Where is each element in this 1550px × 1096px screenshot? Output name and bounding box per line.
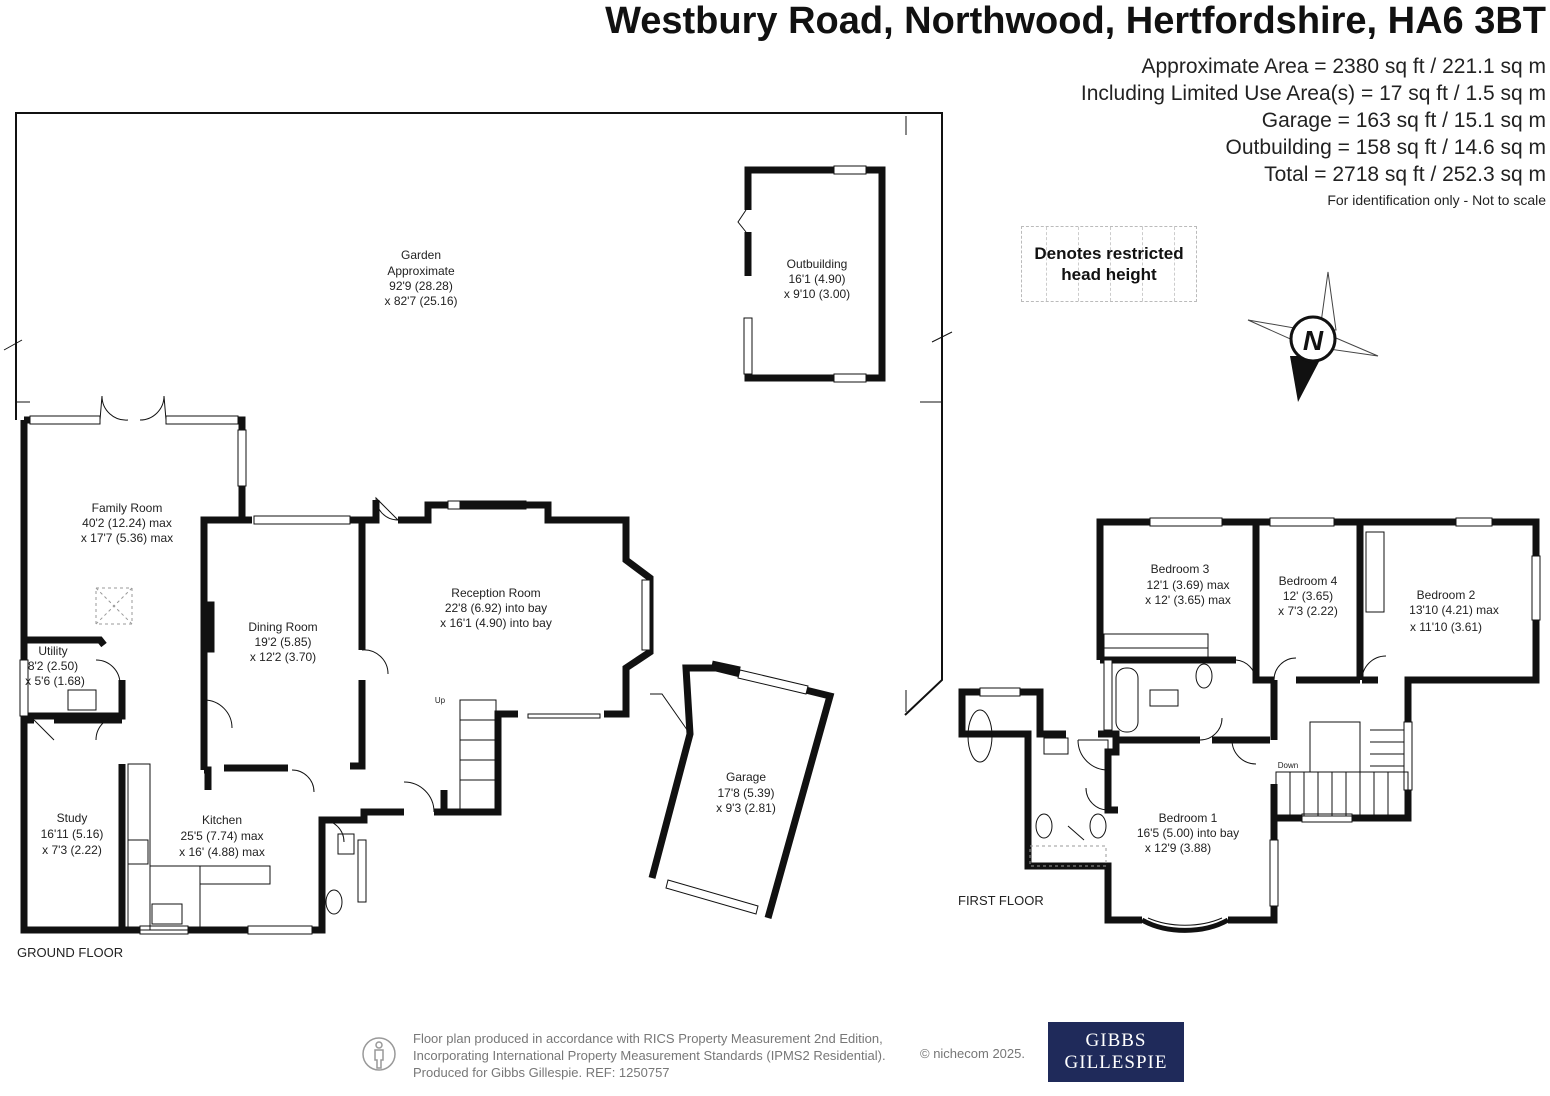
footer-text: Floor plan produced in accordance with R… — [413, 1030, 886, 1081]
svg-text:x 7'3 (2.22): x 7'3 (2.22) — [1278, 604, 1338, 618]
svg-text:8'2 (2.50): 8'2 (2.50) — [28, 659, 78, 673]
total-area: Total = 2718 sq ft / 252.3 sq m — [1264, 163, 1546, 186]
room-label-bedroom-2: Bedroom 2 13'10 (4.21) max x 11'10 (3.61… — [1409, 588, 1499, 634]
svg-text:12' (3.65): 12' (3.65) — [1283, 589, 1333, 603]
page-title: Westbury Road, Northwood, Hertfordshire,… — [605, 0, 1546, 42]
area-summary: Approximate Area = 2380 sq ft / 221.1 sq… — [1081, 53, 1546, 210]
ground-stairs-label: Up — [435, 696, 446, 705]
ground-floor-label: GROUND FLOOR — [17, 945, 123, 960]
svg-text:12'1 (3.69) max: 12'1 (3.69) max — [1147, 578, 1230, 592]
svg-text:Reception Room: Reception Room — [451, 586, 540, 600]
svg-text:22'8 (6.92) into bay: 22'8 (6.92) into bay — [445, 601, 547, 615]
garage-walls — [648, 660, 835, 919]
room-label-bedroom-3: Bedroom 3 12'1 (3.69) max x 12' (3.65) m… — [1145, 562, 1231, 607]
svg-text:x 9'3 (2.81): x 9'3 (2.81) — [716, 801, 776, 815]
svg-text:Garage: Garage — [726, 770, 766, 784]
room-label-bedroom-1: Bedroom 1 16'5 (5.00) into bay x 12'9 (3… — [1137, 811, 1239, 855]
svg-text:Kitchen: Kitchen — [202, 813, 242, 827]
compass-icon: N — [1247, 271, 1379, 402]
svg-text:x 82'7 (25.16): x 82'7 (25.16) — [384, 294, 457, 308]
legend-line-2: head height — [1061, 265, 1157, 284]
room-label-kitchen: Kitchen 25'5 (7.74) max x 16' (4.88) max — [179, 813, 265, 859]
svg-text:x 5'6 (1.68): x 5'6 (1.68) — [25, 674, 85, 688]
svg-text:16'5 (5.00) into bay: 16'5 (5.00) into bay — [1137, 826, 1239, 840]
outbuilding-area: Outbuilding = 158 sq ft / 14.6 sq m — [1225, 136, 1546, 159]
approximate-area: Approximate Area = 2380 sq ft / 221.1 sq… — [1141, 55, 1547, 78]
svg-text:17'8 (5.39): 17'8 (5.39) — [718, 786, 775, 800]
legend-line-1: Denotes restricted — [1034, 244, 1184, 263]
room-label-study: Study 16'11 (5.16) x 7'3 (2.22) — [41, 811, 104, 857]
first-floor-label: FIRST FLOOR — [958, 893, 1044, 908]
person-icon — [362, 1037, 396, 1071]
svg-text:x 16'1 (4.90) into bay: x 16'1 (4.90) into bay — [440, 616, 552, 630]
room-label-garage: Garage 17'8 (5.39) x 9'3 (2.81) — [716, 770, 776, 815]
svg-text:Garden: Garden — [401, 248, 441, 262]
svg-text:x 11'10 (3.61): x 11'10 (3.61) — [1410, 620, 1482, 634]
svg-text:Utility: Utility — [38, 644, 67, 658]
copyright: © nichecom 2025. — [920, 1046, 1025, 1061]
room-label-family-room: Family Room 40'2 (12.24) max x 17'7 (5.3… — [81, 501, 173, 545]
restricted-height-legend: Denotes restricted head height — [1021, 226, 1197, 302]
room-label-dining-room: Dining Room 19'2 (5.85) x 12'2 (3.70) — [248, 620, 317, 664]
room-label-garden: Garden Approximate 92'9 (28.28) x 82'7 (… — [384, 248, 457, 308]
svg-text:x 16' (4.88) max: x 16' (4.88) max — [179, 845, 265, 859]
svg-text:16'1 (4.90): 16'1 (4.90) — [789, 272, 846, 286]
svg-text:92'9 (28.28): 92'9 (28.28) — [389, 279, 453, 293]
svg-text:Approximate: Approximate — [387, 264, 455, 278]
svg-text:x 9'10 (3.00): x 9'10 (3.00) — [784, 287, 850, 301]
compass-label: N — [1303, 325, 1324, 356]
footer-line-2: Incorporating International Property Mea… — [413, 1048, 886, 1063]
svg-text:x 12'2 (3.70): x 12'2 (3.70) — [250, 650, 316, 664]
svg-text:x 12' (3.65) max: x 12' (3.65) max — [1145, 593, 1231, 607]
svg-text:Outbuilding: Outbuilding — [787, 257, 848, 271]
svg-text:x 7'3 (2.22): x 7'3 (2.22) — [42, 843, 102, 857]
logo-line-2: GILLESPIE — [1064, 1052, 1168, 1073]
limited-use-area: Including Limited Use Area(s) = 17 sq ft… — [1080, 82, 1546, 105]
svg-text:Bedroom 4: Bedroom 4 — [1279, 574, 1338, 588]
first-floor-walls — [958, 518, 1540, 924]
svg-text:25'5 (7.74) max: 25'5 (7.74) max — [181, 829, 264, 843]
brand-logo: GIBBS GILLESPIE — [1048, 1022, 1184, 1082]
svg-text:Family Room: Family Room — [92, 501, 163, 515]
room-label-bedroom-4: Bedroom 4 12' (3.65) x 7'3 (2.22) — [1278, 574, 1338, 618]
svg-text:Bedroom 3: Bedroom 3 — [1151, 562, 1210, 576]
first-stairs-label: Down — [1278, 761, 1298, 770]
room-label-outbuilding: Outbuilding 16'1 (4.90) x 9'10 (3.00) — [784, 257, 850, 301]
svg-text:13'10 (4.21) max: 13'10 (4.21) max — [1409, 603, 1499, 617]
garage-area: Garage = 163 sq ft / 15.1 sq m — [1261, 109, 1546, 132]
svg-text:x 12'9 (3.88): x 12'9 (3.88) — [1145, 841, 1211, 855]
garden-boundary — [3, 112, 953, 716]
svg-text:x 17'7 (5.36) max: x 17'7 (5.36) max — [81, 531, 173, 545]
footer-line-3: Produced for Gibbs Gillespie. REF: 12507… — [413, 1065, 670, 1080]
logo-line-1: GIBBS — [1085, 1030, 1147, 1051]
svg-text:16'11 (5.16): 16'11 (5.16) — [41, 827, 104, 841]
room-label-utility: Utility 8'2 (2.50) x 5'6 (1.68) — [25, 644, 85, 688]
footer: Floor plan produced in accordance with R… — [360, 1028, 1040, 1084]
svg-text:Dining Room: Dining Room — [248, 620, 317, 634]
svg-text:40'2 (12.24) max: 40'2 (12.24) max — [82, 516, 172, 530]
scale-note: For identification only - Not to scale — [1327, 192, 1546, 208]
room-label-reception-room: Reception Room 22'8 (6.92) into bay x 16… — [440, 586, 552, 630]
svg-text:19'2 (5.85): 19'2 (5.85) — [255, 635, 312, 649]
svg-text:Bedroom 1: Bedroom 1 — [1159, 811, 1218, 825]
svg-text:Study: Study — [57, 811, 88, 825]
svg-text:Bedroom 2: Bedroom 2 — [1417, 588, 1476, 602]
footer-line-1: Floor plan produced in accordance with R… — [413, 1031, 883, 1046]
